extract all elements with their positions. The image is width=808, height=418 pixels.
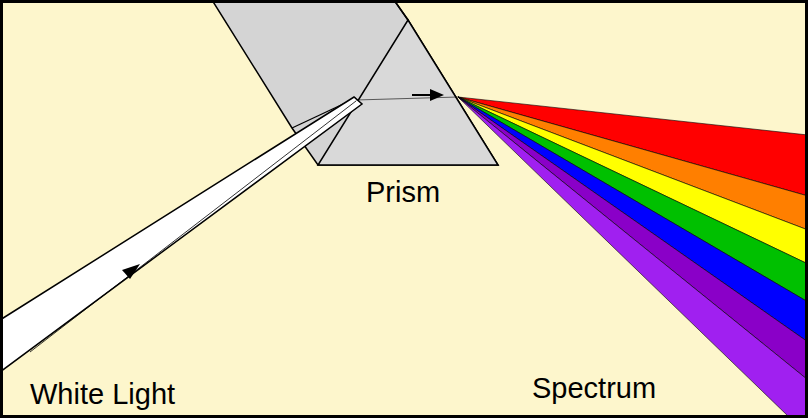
prism-arrow <box>430 89 444 101</box>
label-holder: Prism <box>366 176 440 209</box>
beam-arrow <box>122 264 140 279</box>
text-label: Prism <box>366 176 440 209</box>
prism-body <box>212 0 498 165</box>
label-holder: White Light <box>30 378 175 411</box>
text-label: White Light <box>30 378 175 411</box>
white-light-beam <box>0 97 362 372</box>
text-label: Spectrum <box>532 372 656 405</box>
spectrum-fan <box>458 97 808 418</box>
label-holder: Spectrum <box>532 372 656 405</box>
prism-front-face <box>318 20 498 165</box>
